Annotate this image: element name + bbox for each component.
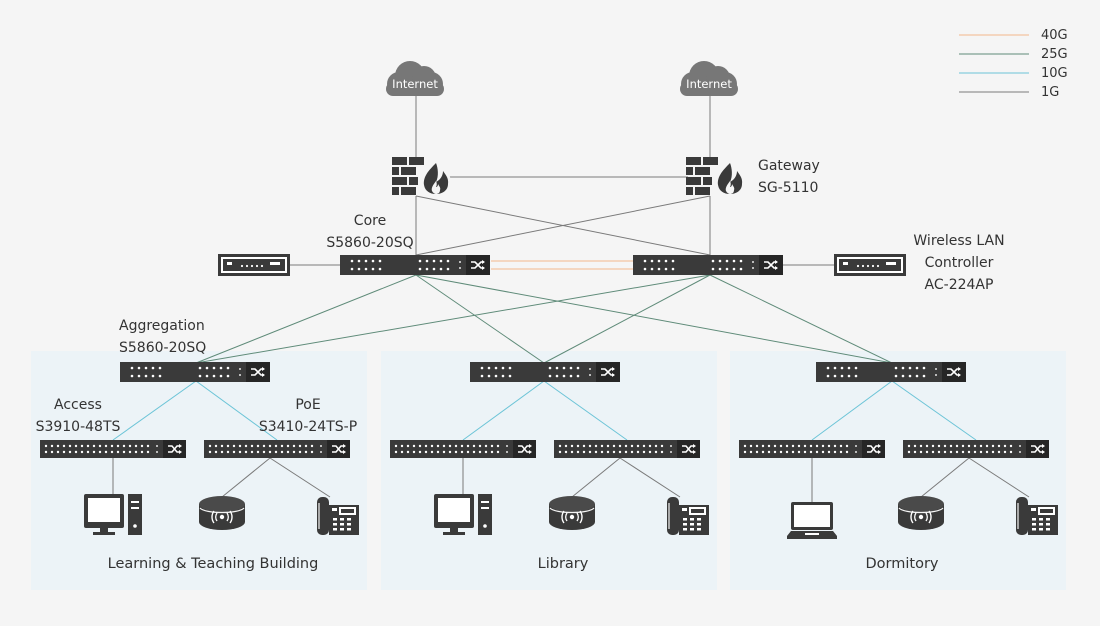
access-switch-library bbox=[389, 439, 537, 459]
laptop-icon bbox=[787, 502, 837, 539]
link-agg1-acc2 bbox=[195, 380, 278, 441]
legend: 40G 25G 10G 1G bbox=[959, 28, 1068, 100]
link-acc2-phone bbox=[269, 457, 331, 498]
link-acc6-phone bbox=[968, 457, 1030, 498]
core-model-label: S5860-20SQ bbox=[326, 235, 413, 251]
internet-cloud-right: Internet bbox=[680, 61, 738, 96]
device-labels: Gateway SG-5110 Core S5860-20SQ Wireless… bbox=[36, 158, 1005, 435]
access-switch-dormitory bbox=[738, 439, 886, 459]
left-appliance-icon bbox=[218, 254, 290, 276]
link-acc2-ap bbox=[221, 457, 271, 498]
zone-dormitory bbox=[730, 351, 1066, 590]
internet-label-right: Internet bbox=[686, 77, 732, 91]
firewall-left-icon bbox=[392, 157, 452, 197]
legend-label-1g: 1G bbox=[1041, 85, 1059, 100]
link-acc6-ap bbox=[920, 457, 970, 498]
link-corer-agg3 bbox=[709, 274, 893, 364]
core-switch-right bbox=[632, 254, 784, 276]
access-point-icon bbox=[198, 495, 246, 531]
link-agg2-acc3 bbox=[462, 380, 545, 441]
zone-labels: Learning & Teaching Building Library Dor… bbox=[108, 556, 939, 572]
aggregation-switch-teaching bbox=[119, 361, 271, 383]
links bbox=[112, 96, 1030, 502]
aggregation-switch-dormitory bbox=[815, 361, 967, 383]
zone-label-dormitory: Dormitory bbox=[866, 556, 939, 572]
aggregation-switch-library bbox=[469, 361, 621, 383]
legend-label-40g: 40G bbox=[1041, 28, 1068, 43]
zone-label-teaching: Learning & Teaching Building bbox=[108, 556, 319, 572]
link-agg3-acc5 bbox=[811, 380, 893, 441]
link-corer-agg1 bbox=[195, 274, 711, 364]
internet-label-left: Internet bbox=[392, 77, 438, 91]
link-corel-agg1 bbox=[195, 274, 417, 364]
poe-switch-dormitory bbox=[902, 439, 1050, 459]
firewall-right-icon bbox=[686, 157, 746, 197]
gateway-label: Gateway bbox=[758, 158, 820, 174]
internet-cloud-left: Internet bbox=[386, 61, 444, 96]
access-label: Access bbox=[54, 397, 102, 413]
zones bbox=[31, 351, 1066, 590]
wlc-label-line1: Wireless LAN bbox=[913, 233, 1004, 249]
link-acc4-ap bbox=[571, 457, 621, 498]
link-agg3-acc6 bbox=[891, 380, 977, 441]
core-label: Core bbox=[354, 213, 386, 229]
link-corel-agg3 bbox=[415, 274, 893, 364]
link-acc4-phone bbox=[619, 457, 681, 498]
link-fwr-corel bbox=[415, 195, 711, 256]
core-switch-left bbox=[339, 254, 491, 276]
link-corer-agg2 bbox=[543, 274, 711, 364]
access-point-icon bbox=[897, 495, 945, 531]
link-agg1-acc1 bbox=[112, 380, 197, 441]
zone-learning-teaching bbox=[31, 351, 367, 590]
legend-label-10g: 10G bbox=[1041, 66, 1068, 81]
link-corel-agg2 bbox=[415, 274, 545, 364]
zone-library bbox=[381, 351, 717, 590]
poe-label: PoE bbox=[295, 397, 320, 413]
aggregation-model-label: S5860-20SQ bbox=[119, 340, 206, 356]
legend-label-25g: 25G bbox=[1041, 47, 1068, 62]
gateway-model-label: SG-5110 bbox=[758, 180, 818, 196]
wlc-label-line2: Controller bbox=[925, 255, 994, 271]
wlc-model-label: AC-224AP bbox=[925, 277, 994, 293]
access-point-icon bbox=[548, 495, 596, 531]
access-switch-teaching bbox=[39, 439, 187, 459]
poe-switch-library bbox=[553, 439, 701, 459]
access-model-label: S3910-48TS bbox=[36, 419, 121, 435]
zone-label-library: Library bbox=[538, 556, 589, 572]
poe-model-label: S3410-24TS-P bbox=[259, 419, 357, 435]
poe-switch-teaching bbox=[203, 439, 351, 459]
wireless-lan-controller-icon bbox=[834, 254, 906, 276]
aggregation-label: Aggregation bbox=[119, 318, 205, 334]
link-agg2-acc4 bbox=[543, 380, 628, 441]
